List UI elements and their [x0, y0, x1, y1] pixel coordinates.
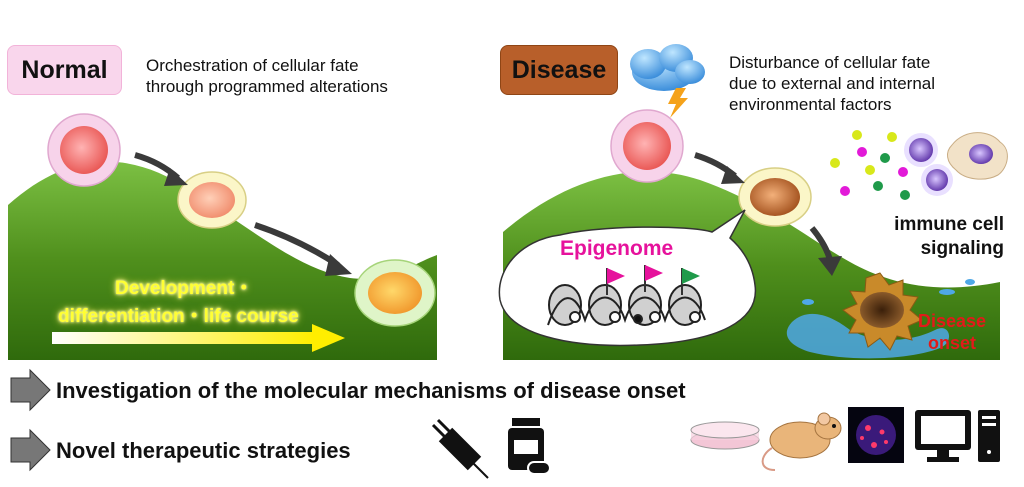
transition-arrow-2: [254, 222, 352, 276]
disease-transition-arrow-2: [809, 226, 842, 276]
life-course-arrow: [52, 324, 345, 352]
disease-stem-cell: [610, 109, 684, 183]
storm-cloud-icon: [630, 44, 705, 118]
progenitor-cell: [177, 171, 247, 229]
normal-hill: [8, 161, 437, 360]
disease-description-line-1: Disturbance of cellular fate: [729, 53, 931, 72]
diseased-cell: [842, 272, 923, 351]
disease-description-line-2: due to external and internal: [729, 74, 936, 93]
microscopy-image-icon: [848, 407, 904, 463]
immune-cell-1: [904, 133, 938, 167]
mouse-icon: [761, 412, 842, 471]
petri-dish-icon: [690, 421, 760, 450]
disease-onset-label: Disease onset: [906, 310, 998, 354]
cytokine-signals: [830, 130, 910, 200]
nucleosome-chain: [547, 284, 706, 326]
therapeutic-statement: Novel therapeutic strategies: [56, 438, 351, 463]
immune-label-line-1: immune cell: [894, 214, 1004, 235]
immune-label-line-2: signaling: [920, 238, 1004, 259]
normal-description-line-1: Orchestration of cellular fate: [146, 56, 359, 75]
bullet-arrow-1: [10, 368, 51, 412]
investigation-statement: Investigation of the molecular mechanism…: [56, 378, 686, 403]
disease-progenitor-cell: [738, 167, 812, 227]
methylation-flag-2: [644, 265, 663, 292]
disease-description-line-3: environmental factors: [729, 95, 892, 114]
macrophage-cell: [947, 132, 1008, 180]
disease-transition-arrow-1: [694, 152, 745, 184]
bullet-arrow-2: [10, 428, 51, 472]
development-label-line-1: Development・: [115, 278, 254, 299]
water-splash: [786, 279, 975, 359]
medicine-bottle-icon: [508, 418, 551, 475]
immune-signaling-label: immune cell signaling: [828, 213, 1004, 261]
transition-arrow-1: [134, 152, 188, 186]
methylation-flag-1: [606, 268, 625, 295]
normal-description: Orchestration of cellular fate through p…: [146, 55, 466, 97]
onset-label-line-1: Disease: [917, 311, 987, 331]
disease-label: Disease: [500, 45, 618, 95]
immune-cell-2: [921, 164, 953, 196]
normal-description-line-2: through programmed alterations: [146, 77, 388, 96]
differentiated-cell: [354, 259, 436, 327]
normal-label: Normal: [7, 45, 122, 95]
computer-icon: [915, 410, 1000, 462]
syringe-icon: [431, 418, 489, 479]
onset-label-line-2: onset: [927, 333, 976, 353]
methylation-flag-3: [681, 268, 700, 295]
development-label-line-2: differentiation・life course: [58, 306, 299, 327]
epigenome-label: Epigenome: [560, 237, 674, 260]
stem-cell: [47, 113, 121, 187]
disease-description: Disturbance of cellular fate due to exte…: [729, 52, 1019, 115]
